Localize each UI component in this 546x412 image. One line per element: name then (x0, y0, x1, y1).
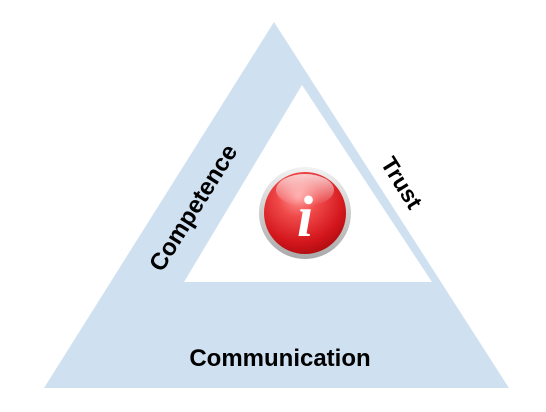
info-letter: i (297, 184, 313, 249)
label-communication: Communication (189, 345, 370, 372)
info-icon: i (259, 167, 351, 259)
